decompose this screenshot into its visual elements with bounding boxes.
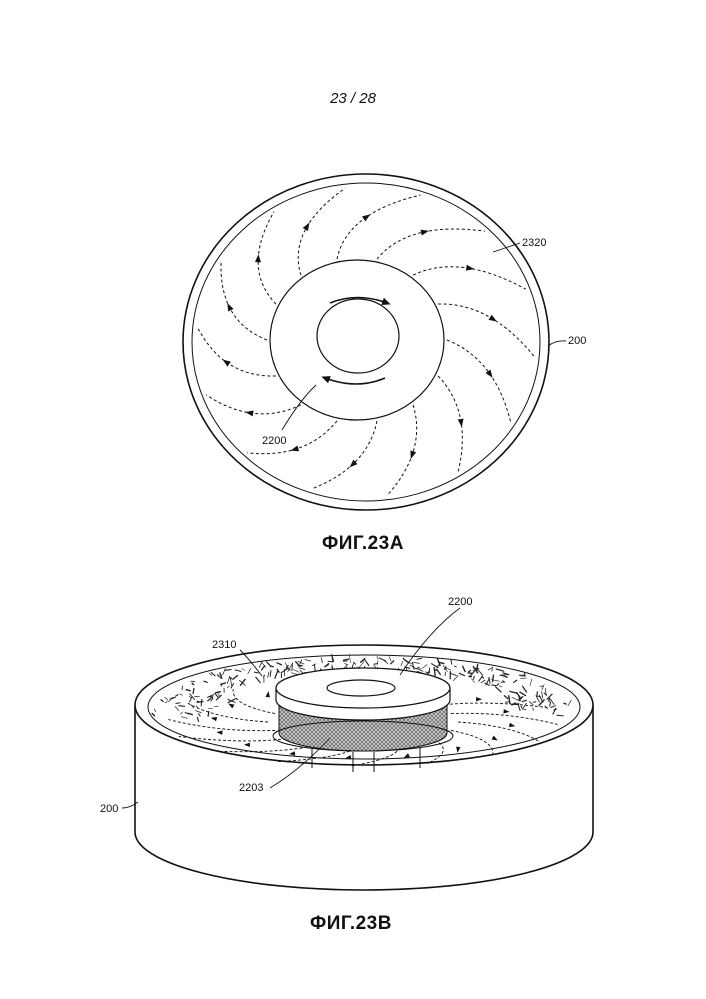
particle [434, 667, 435, 676]
flow-arrow [413, 267, 526, 289]
leader-2320 [493, 243, 520, 252]
flow-arrowhead [255, 254, 261, 262]
figure-caption-23a: ФИГ.23A [10, 533, 706, 555]
particle [557, 715, 564, 716]
particle [182, 686, 183, 690]
label-200-b: 200 [100, 803, 118, 815]
flow-arrow [377, 229, 485, 259]
figure-23a: 2320 200 2200 [183, 174, 586, 510]
label-2203: 2203 [239, 782, 263, 794]
flow-arrow [387, 405, 417, 496]
flow-arrow [337, 195, 420, 259]
flow-arrowhead [466, 265, 475, 272]
impeller-hub [317, 299, 399, 373]
particle [270, 666, 273, 667]
label-2200-b: 2200 [448, 596, 472, 608]
particle [225, 670, 232, 671]
flow-arrow [221, 261, 267, 340]
flow-arrowhead [225, 302, 234, 312]
flow-arrowhead [221, 357, 231, 367]
impeller-hub-3d [327, 680, 395, 696]
leader-200-a [548, 341, 566, 346]
label-2200-a: 2200 [262, 435, 286, 447]
flow-arrow [312, 421, 377, 489]
flow-arrowhead [486, 370, 495, 380]
flow-arrow [438, 304, 535, 358]
flow-arrowhead [290, 445, 299, 453]
flow-arrow [206, 395, 301, 414]
flow-arrow [258, 212, 276, 304]
flow-arrow [197, 326, 276, 376]
flow-arrowhead [421, 228, 430, 235]
particle [201, 699, 202, 706]
flow-arrowhead [408, 450, 416, 460]
label-200-a: 200 [568, 335, 586, 347]
label-2310: 2310 [212, 639, 236, 651]
label-2320: 2320 [522, 237, 546, 249]
particle [178, 706, 185, 707]
particle [468, 676, 472, 677]
flow-arrowhead [489, 315, 499, 324]
flow-arrowhead [303, 221, 312, 231]
flow-arrow [438, 376, 462, 472]
flow-arrow [247, 421, 337, 454]
flow-arrow [447, 340, 511, 423]
figure-caption-23b: ФИГ.23B [0, 913, 704, 935]
particle [176, 703, 181, 704]
flow-arrowhead [245, 409, 254, 416]
figure-23b: 2200 2310 2203 200 [100, 596, 593, 890]
flow-arrowhead [362, 212, 372, 221]
